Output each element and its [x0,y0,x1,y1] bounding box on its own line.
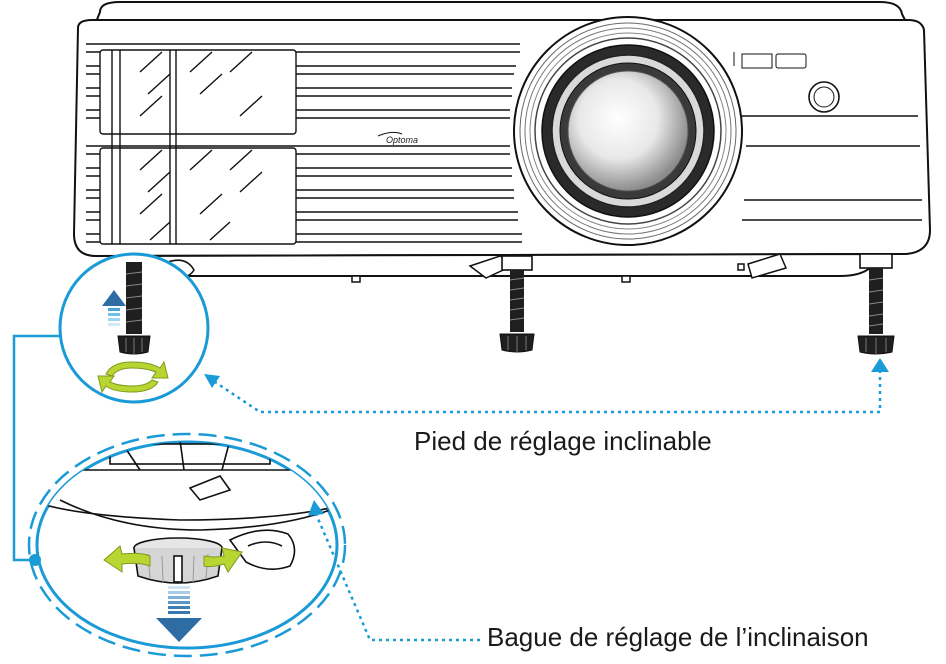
vent-panels [99,49,297,245]
tilt-ring-label: Bague de réglage de l’inclinaison [487,622,869,652]
brand-logo: Optoma [377,131,418,145]
rotate-arrows-icon [103,545,243,573]
down-arrow-icon [156,586,202,642]
tilt-foot-label: Pied de réglage inclinable [414,426,712,456]
svg-text:Optoma: Optoma [386,135,418,145]
tilt-foot-center [499,255,535,353]
up-arrow-icon [102,290,126,326]
lens-assembly [513,16,743,246]
callout-connector [12,334,62,562]
ring-label-pointer [308,500,480,642]
ir-sensor [808,81,840,113]
connector-dot [29,554,41,566]
ring-zoom-callout [27,432,347,658]
foot-callout-circle [58,252,210,404]
indicator-panel [733,52,807,69]
rotate-arrows-icon [97,360,169,394]
foot-label-pointer [204,358,889,414]
tilt-foot-right [857,253,895,355]
